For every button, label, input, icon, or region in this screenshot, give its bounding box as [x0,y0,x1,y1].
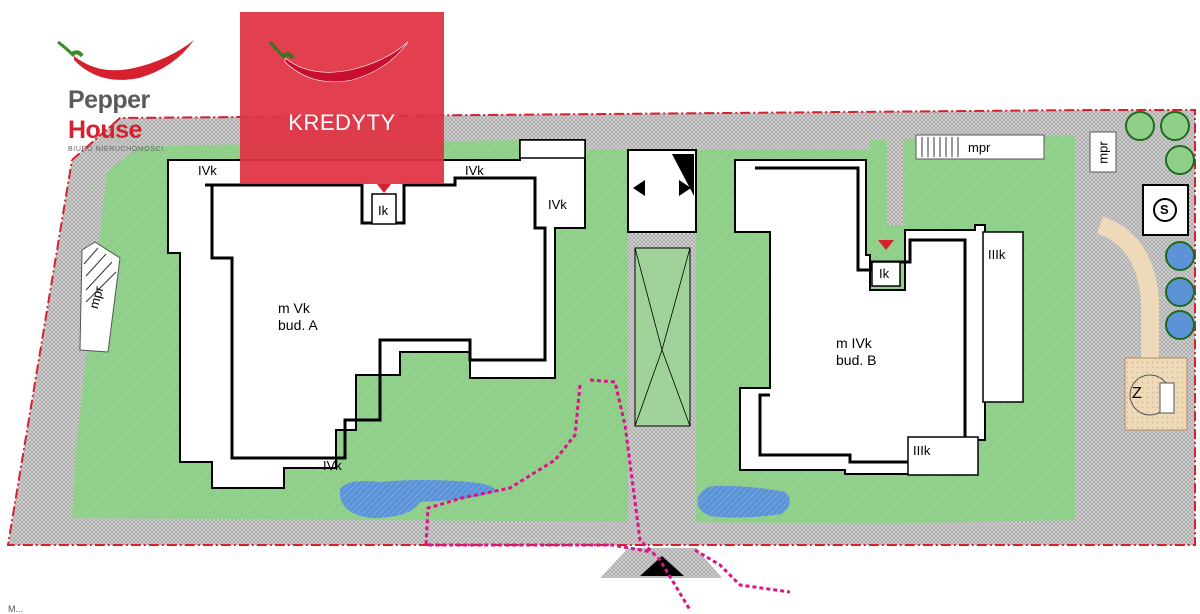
central-passage [600,149,722,578]
pepper-house-logo[interactable]: Pepper House BIURO NIERUCHOMOŚCI [44,28,214,158]
building-a-line2: bud. A [278,317,318,333]
building-b-label: m IVk bud. B [836,335,876,369]
chili-pepper-icon [268,41,409,83]
label-ivk-a-right: IVk [548,197,567,212]
z-sign-label: Z [1132,385,1142,402]
s-sign [1142,184,1189,236]
parking-right [1089,131,1117,173]
footer-text: M... [8,604,23,614]
building-b-line1: m IVk [836,335,872,351]
label-mpr-top: mpr [968,140,991,155]
garden-path [1096,216,1159,360]
plot-boundary [6,109,1196,546]
walking-route [424,378,791,611]
playground [1124,357,1188,431]
label-mpr-right: mpr [1095,141,1111,164]
label-ik-a: Ik [378,203,389,218]
trees [1125,111,1195,340]
kredyty-badge[interactable]: KREDYTY [240,12,444,184]
label-iiik-b-bottom: IIIk [913,443,931,458]
parking-left [79,241,121,353]
building-a-label: m Vk bud. A [278,300,318,334]
label-ivk-a-top-left: IVk [198,163,217,178]
label-ik-b: Ik [879,266,890,281]
logo-pepper-text: Pepper [68,86,150,114]
chili-pepper-icon [57,40,194,80]
building-a [167,139,586,489]
parking-top [915,134,1045,160]
label-ivk-a-top: IVk [465,163,484,178]
logo-subtitle: BIURO NIERUCHOMOŚCI [68,146,164,153]
building-b [734,159,1024,476]
label-ivk-a-bottom: IVk [323,458,342,473]
kredyty-label: KREDYTY [288,110,396,135]
s-sign-label: S [1160,202,1169,217]
building-b-line2: bud. B [836,352,877,368]
logo-house-text: House [68,116,142,144]
pond-left [339,480,496,518]
label-iiik-b-top: IIIk [988,247,1006,262]
building-a-line1: m Vk [278,300,310,316]
pond-right [697,485,790,518]
